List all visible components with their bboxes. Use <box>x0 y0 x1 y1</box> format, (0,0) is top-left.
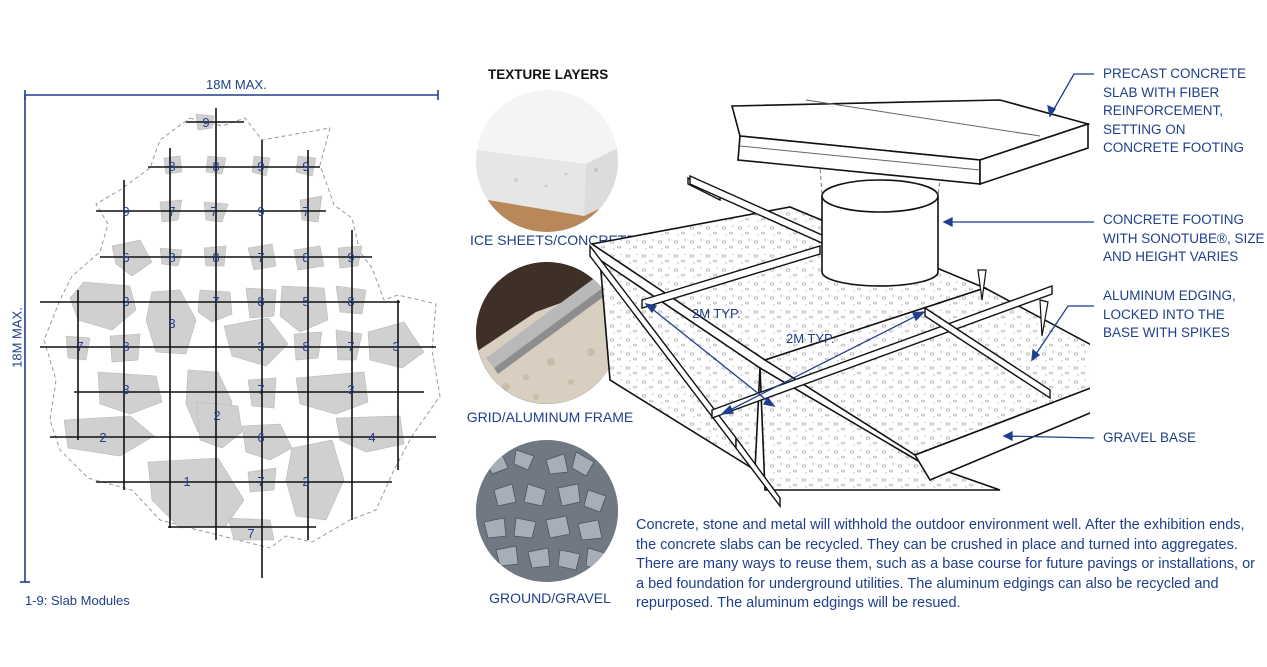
callout-precast-slab: PRECAST CONCRETE SLAB WITH FIBER REINFOR… <box>1103 66 1247 155</box>
module-number: 7 <box>302 204 309 219</box>
aluminum-frame-texture-image <box>476 262 618 404</box>
module-number: 8 <box>302 250 309 265</box>
plan-legend: 1-9: Slab Modules <box>25 593 130 608</box>
dimension-label-2: 2M TYP. <box>786 331 835 346</box>
ice-sheet-texture-image <box>476 90 618 232</box>
module-number: 8 <box>212 250 219 265</box>
module-number: 7 <box>247 526 254 541</box>
module-number: 2 <box>213 408 220 423</box>
module-number: 3 <box>168 316 175 331</box>
module-number: 7 <box>257 250 264 265</box>
axonometric-detail <box>589 99 1090 509</box>
module-number: 4 <box>368 430 375 445</box>
module-number: 8 <box>168 159 175 174</box>
precast-slab <box>730 99 1090 186</box>
site-boundary <box>43 117 441 549</box>
module-number: 9 <box>122 204 129 219</box>
ground-gravel-caption: GROUND/GRAVEL <box>489 590 611 606</box>
module-number: 7 <box>257 382 264 397</box>
module-number-labels: 9 8 8 9 9 9 7 7 9 7 6 8 8 7 8 9 3 7 8 5 … <box>76 115 399 541</box>
module-number: 8 <box>257 294 264 309</box>
grid-frame-caption: GRID/ALUMINUM FRAME <box>466 409 634 425</box>
module-number: 9 <box>202 115 209 130</box>
module-number: 1 <box>183 474 190 489</box>
module-number: 8 <box>212 159 219 174</box>
spike-icons <box>977 269 1049 337</box>
module-number: 3 <box>122 294 129 309</box>
module-number: 7 <box>212 294 219 309</box>
module-number: 8 <box>347 294 354 309</box>
module-number: 7 <box>168 204 175 219</box>
module-number: 9 <box>347 250 354 265</box>
gravel-texture-image <box>476 440 618 582</box>
module-number: 9 <box>302 159 309 174</box>
slab-modules <box>63 113 425 541</box>
module-number: 8 <box>122 339 129 354</box>
description-paragraph: Concrete, stone and metal will withhold … <box>636 517 1255 612</box>
module-number: 9 <box>257 159 264 174</box>
dimension-label-1: 2M TYP. <box>692 306 741 321</box>
aluminum-edging <box>589 174 1053 509</box>
grid-lines <box>40 108 436 578</box>
callout-concrete-footing: CONCRETE FOOTING WITH SONOTUBE®, SIZE AN… <box>1103 212 1265 264</box>
module-number: 7 <box>257 474 264 489</box>
module-number: 8 <box>168 250 175 265</box>
slab-module-plan: 9 8 8 9 9 9 7 7 9 7 6 8 8 7 8 9 3 7 8 5 … <box>20 90 441 583</box>
callout-aluminum-edging: ALUMINUM EDGING, LOCKED INTO THE BASE WI… <box>1103 288 1236 340</box>
module-number: 3 <box>122 382 129 397</box>
module-number: 3 <box>392 339 399 354</box>
module-number: 7 <box>76 339 83 354</box>
module-number: 5 <box>302 294 309 309</box>
texture-layers-heading: TEXTURE LAYERS <box>488 67 609 82</box>
module-number: 2 <box>302 474 309 489</box>
concrete-footing <box>821 179 939 287</box>
module-number: 2 <box>99 430 106 445</box>
module-number: 9 <box>257 204 264 219</box>
module-number: 8 <box>302 339 309 354</box>
module-number: 7 <box>347 339 354 354</box>
module-number: 3 <box>257 339 264 354</box>
module-number: 3 <box>347 382 354 397</box>
dimension-arrows <box>644 303 926 415</box>
module-number: 6 <box>122 250 129 265</box>
plan-width-label: 18M MAX. <box>206 77 267 92</box>
module-number: 6 <box>257 430 264 445</box>
module-number: 7 <box>210 204 217 219</box>
callout-gravel-base: GRAVEL BASE <box>1103 430 1197 445</box>
